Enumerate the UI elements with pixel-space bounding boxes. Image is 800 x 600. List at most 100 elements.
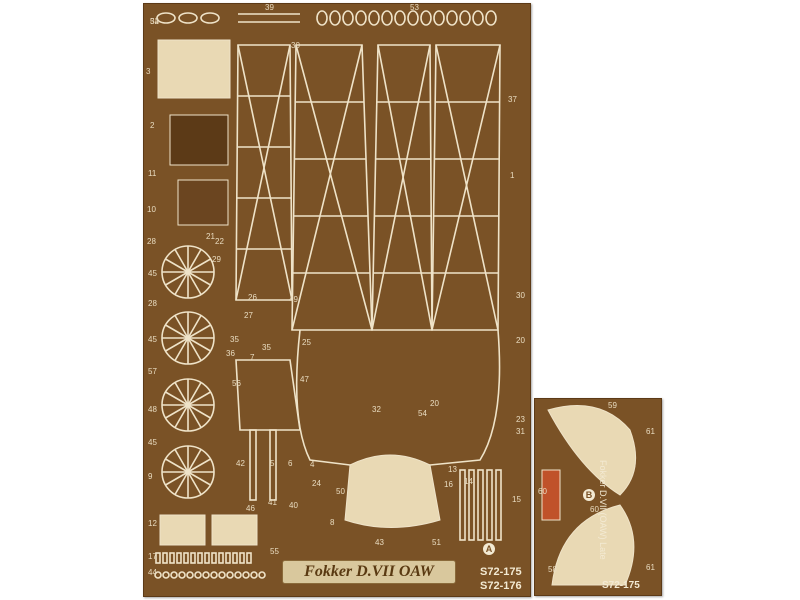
wing-brace bbox=[431, 44, 501, 331]
strut bbox=[477, 469, 484, 541]
small-part bbox=[407, 10, 419, 26]
wheel-spoke bbox=[165, 471, 189, 486]
part-number-label: 28 bbox=[147, 237, 156, 246]
tail-panel bbox=[235, 359, 301, 431]
part-number-label: 22 bbox=[215, 237, 224, 246]
part-number-label: 20 bbox=[430, 399, 439, 408]
small-part bbox=[355, 10, 367, 26]
wing-brace bbox=[435, 44, 499, 331]
part-number-label: 47 bbox=[300, 375, 309, 384]
wheel-spoke bbox=[187, 404, 211, 419]
part-number-label: 21 bbox=[206, 232, 215, 241]
part-number-label: 25 bbox=[302, 338, 311, 347]
wing-brace bbox=[371, 44, 431, 331]
wheel-spoke bbox=[187, 315, 202, 339]
part-number-label: 5 bbox=[270, 459, 275, 468]
part-number-label: 3 bbox=[146, 67, 151, 76]
tiny-part bbox=[155, 552, 161, 564]
part-number-label: 4 bbox=[310, 460, 315, 469]
fret-code-1: S72-175 bbox=[480, 566, 522, 578]
small-part bbox=[459, 10, 471, 26]
tiny-part bbox=[250, 571, 258, 579]
tiny-part bbox=[186, 571, 194, 579]
wheel-spoke bbox=[187, 337, 211, 352]
small-part bbox=[420, 10, 432, 26]
part-number-label: 1 bbox=[510, 171, 515, 180]
wheel-spoke bbox=[187, 458, 211, 473]
part-number-label: 37 bbox=[508, 95, 517, 104]
wheel-spoke bbox=[187, 382, 202, 406]
small-part-number-label: 58 bbox=[548, 565, 557, 574]
tiny-part bbox=[176, 552, 182, 564]
part-number-label: 16 bbox=[444, 480, 453, 489]
part-number-label: 43 bbox=[375, 538, 384, 547]
fret-title-plate: Fokker D.VII OAW bbox=[282, 560, 456, 584]
part-number-label: 42 bbox=[236, 459, 245, 468]
tiny-part bbox=[226, 571, 234, 579]
tiny-part bbox=[183, 552, 189, 564]
tiny-part bbox=[234, 571, 242, 579]
wheel-spoke bbox=[187, 404, 202, 428]
part-number-label: 11 bbox=[148, 169, 157, 178]
small-part bbox=[472, 10, 484, 26]
part-number-label: 2 bbox=[150, 121, 155, 130]
tiny-part bbox=[225, 552, 231, 564]
small-part bbox=[200, 12, 220, 24]
wheel-spoke bbox=[165, 458, 189, 473]
small-part bbox=[368, 10, 380, 26]
part-number-label: 6 bbox=[288, 459, 293, 468]
part-number-label: 48 bbox=[148, 405, 157, 414]
tiny-part bbox=[162, 552, 168, 564]
small-part bbox=[485, 10, 497, 26]
small-part bbox=[329, 10, 341, 26]
seat-belt-part bbox=[541, 469, 561, 521]
part-number-label: 35 bbox=[262, 343, 271, 352]
seat-part bbox=[169, 114, 229, 166]
tiny-part bbox=[197, 552, 203, 564]
wheel-spoke bbox=[187, 324, 211, 339]
part-number-label: 27 bbox=[244, 311, 253, 320]
part-number-label: 55 bbox=[270, 547, 279, 556]
part-number-label: 9 bbox=[148, 472, 153, 481]
wheel-spoke bbox=[187, 471, 211, 486]
tiny-part bbox=[210, 571, 218, 579]
tiny-part bbox=[258, 571, 266, 579]
wheel-spoke bbox=[165, 271, 189, 286]
small-part bbox=[156, 12, 176, 24]
part-number-label: 39 bbox=[265, 3, 274, 12]
part-number-label: 29 bbox=[212, 255, 221, 264]
strut bbox=[468, 469, 475, 541]
part-number-label: 35 bbox=[230, 335, 239, 344]
tiny-part bbox=[242, 571, 250, 579]
small-part bbox=[381, 10, 393, 26]
wheel-spoke bbox=[174, 382, 189, 406]
wheel-spoke bbox=[165, 337, 189, 352]
small-part bbox=[433, 10, 445, 26]
wheel-spoke bbox=[165, 324, 189, 339]
tiny-part bbox=[232, 552, 238, 564]
strut bbox=[486, 469, 493, 541]
part-number-label: 36 bbox=[226, 349, 235, 358]
part-number-label: 10 bbox=[147, 205, 156, 214]
part-number-label: 46 bbox=[246, 504, 255, 513]
part-number-label: 28 bbox=[148, 299, 157, 308]
tiny-part bbox=[170, 571, 178, 579]
part-number-label: 8 bbox=[330, 518, 335, 527]
part-number-label: 14 bbox=[464, 477, 473, 486]
tiny-part bbox=[194, 571, 202, 579]
small-part bbox=[394, 10, 406, 26]
tiny-part bbox=[204, 552, 210, 564]
strut bbox=[269, 429, 277, 501]
radiator-grille bbox=[159, 514, 206, 546]
tiny-part bbox=[218, 552, 224, 564]
part-number-label: 20 bbox=[516, 336, 525, 345]
wheel-spoke bbox=[187, 449, 202, 473]
part-number-label: 17 bbox=[148, 552, 157, 561]
seat-shield-upper bbox=[547, 405, 637, 496]
part-number-label: 49 bbox=[289, 295, 298, 304]
tiny-part bbox=[190, 552, 196, 564]
radiator-grille bbox=[211, 514, 258, 546]
part-number-label: 50 bbox=[336, 487, 345, 496]
small-part-number-label: 59 bbox=[608, 401, 617, 410]
